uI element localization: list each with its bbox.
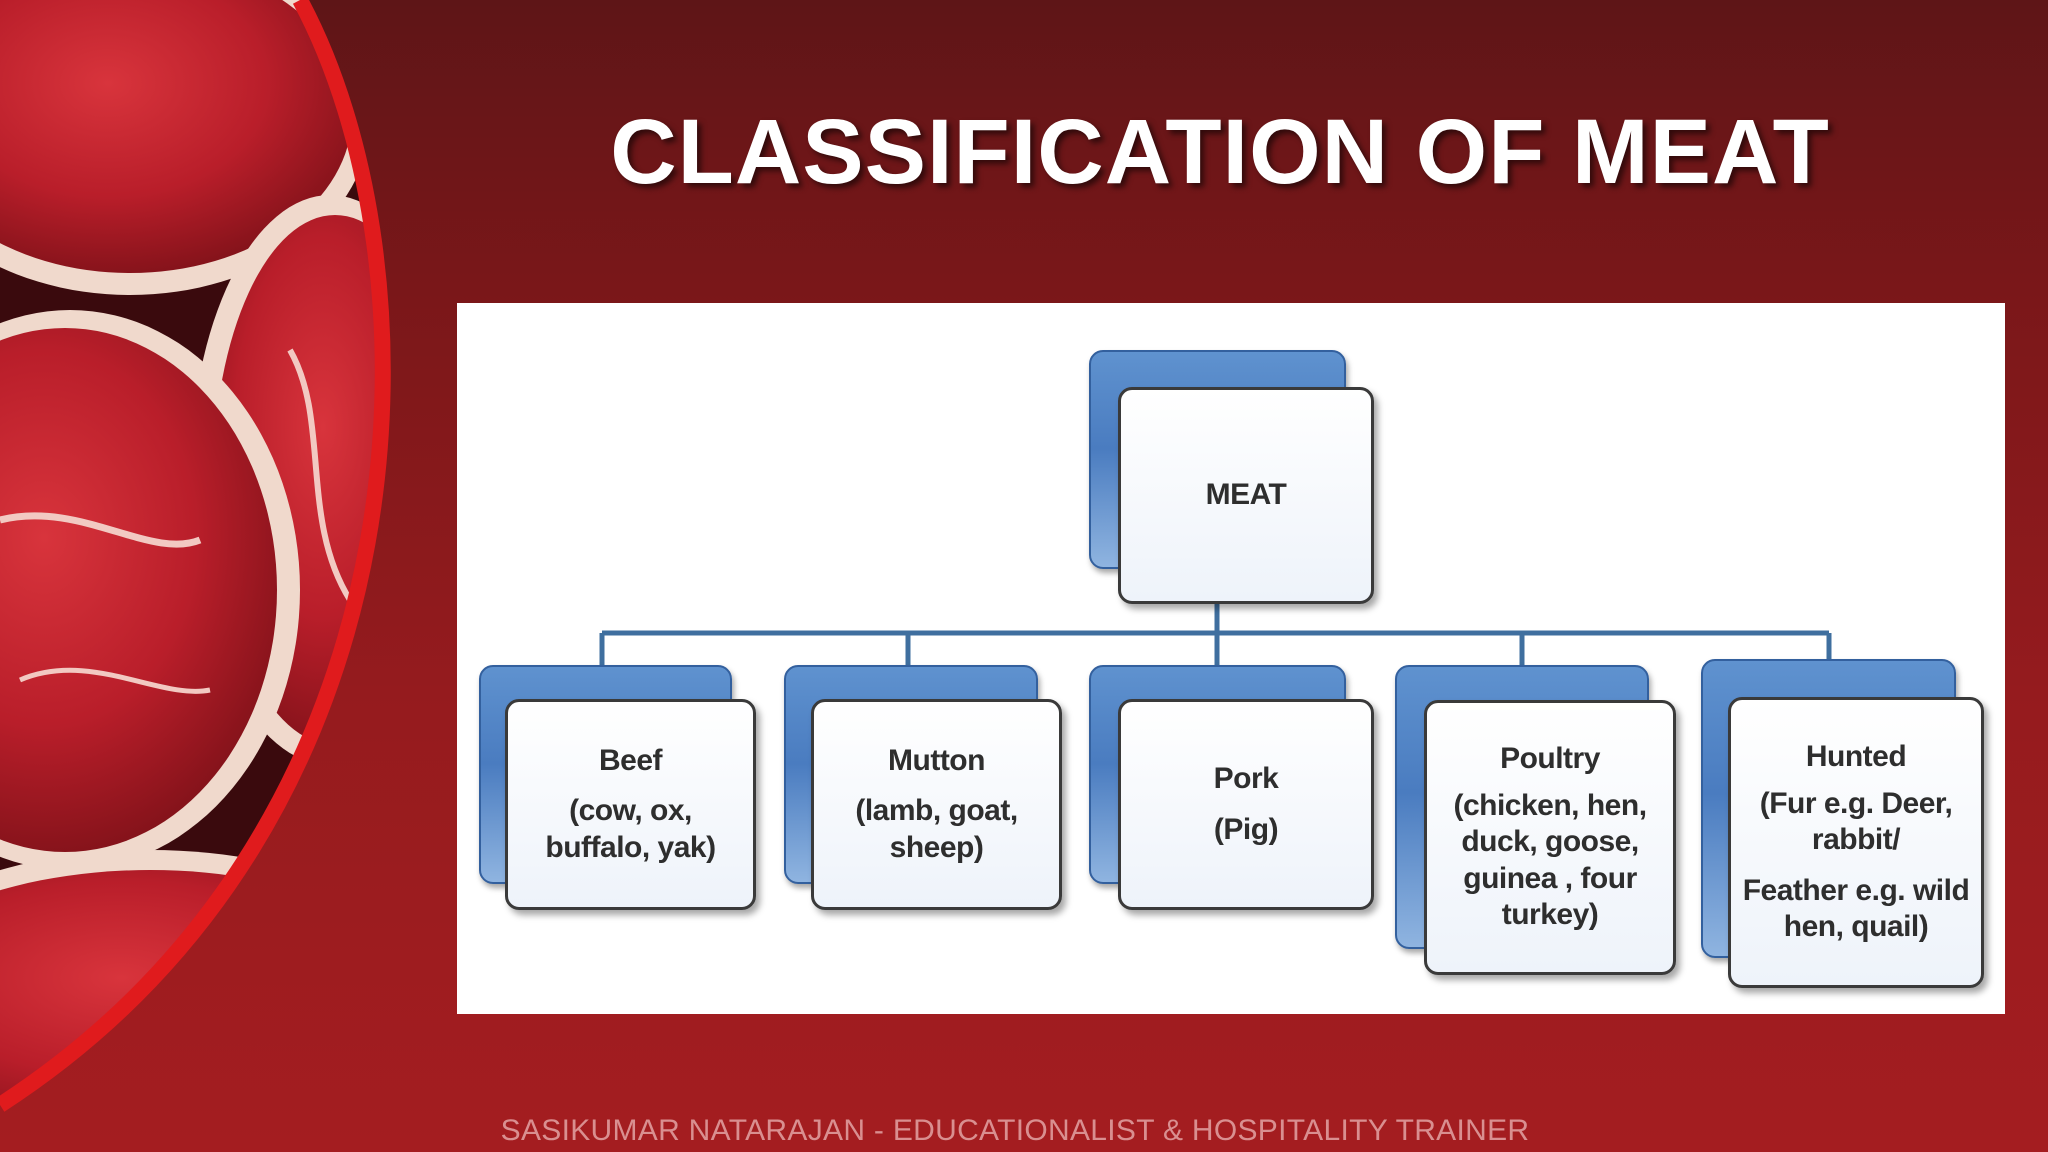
node-beef-name: Beef [598,743,663,777]
node-poultry-card: Poultry (chicken, hen, duck, goose, guin… [1424,700,1676,975]
node-poultry-detail: (chicken, hen, duck, goose, guinea , fou… [1453,788,1647,932]
node-hunted-detail-2: Feather e.g. wild hen, quail) [1742,873,1970,944]
node-pork-detail: (Pig) [1213,812,1279,846]
node-pork: Pork (Pig) [1089,665,1374,910]
node-poultry-name: Poultry [1500,742,1600,776]
node-mutton-detail: (lamb, goat, sheep) [855,794,1018,864]
node-hunted-name: Hunted [1805,740,1907,774]
node-poultry: Poultry (chicken, hen, duck, goose, guin… [1395,665,1676,975]
node-pork-name: Pork [1213,761,1279,795]
diagram-panel: MEAT Beef (cow, ox, buffalo, yak) Mutton… [457,303,2005,1014]
node-mutton-name: Mutton [888,743,985,777]
node-beef-card: Beef (cow, ox, buffalo, yak) [505,699,756,910]
node-mutton: Mutton (lamb, goat, sheep) [784,665,1062,910]
node-hunted-card: Hunted (Fur e.g. Deer, rabbit/ Feather e… [1728,697,1984,988]
footer-credit: SASIKUMAR NATARAJAN - EDUCATIONALIST & H… [500,1114,1530,1147]
node-hunted: Hunted (Fur e.g. Deer, rabbit/ Feather e… [1701,659,1984,988]
node-beef: Beef (cow, ox, buffalo, yak) [479,665,756,910]
slide-title: CLASSIFICATION OF MEAT [610,101,1830,203]
node-hunted-detail: (Fur e.g. Deer, rabbit/ [1759,786,1953,857]
node-pork-card: Pork (Pig) [1118,699,1374,910]
node-meat: MEAT [1089,350,1374,604]
node-meat-label: MEAT [1205,478,1287,512]
node-mutton-card: Mutton (lamb, goat, sheep) [811,699,1062,910]
meat-photo [0,0,391,1112]
node-meat-card: MEAT [1118,387,1374,604]
diagram-connectors [599,603,1832,665]
node-beef-detail: (cow, ox, buffalo, yak) [545,794,716,864]
